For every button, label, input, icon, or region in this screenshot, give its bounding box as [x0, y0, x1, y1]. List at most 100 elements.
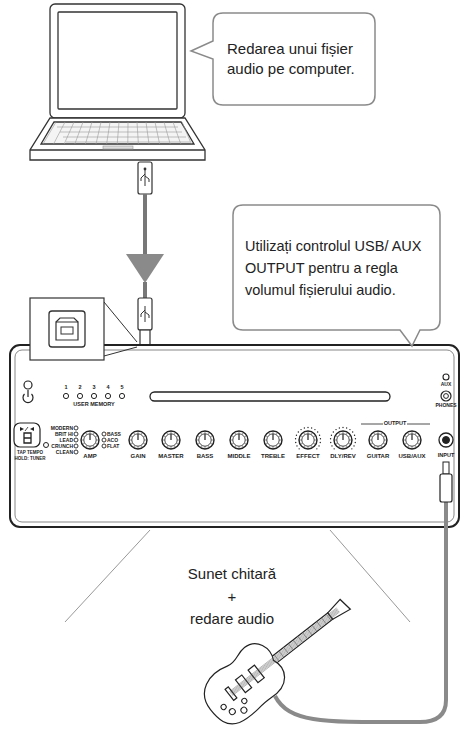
panel-label: INPUT — [438, 453, 455, 459]
key-row — [60, 132, 182, 133]
panel-label: USER MEMORY — [73, 402, 114, 408]
knob-cap — [302, 434, 314, 446]
knob-ridge — [235, 432, 236, 434]
knob-ridge — [343, 431, 344, 434]
knob-ridge — [335, 443, 337, 444]
amp-body — [10, 345, 459, 527]
knob-ridge — [378, 446, 379, 449]
fret — [298, 636, 303, 642]
knob-ridge — [378, 431, 379, 434]
panel-label: GAIN — [131, 453, 146, 459]
key-column — [107, 122, 110, 144]
bubble-shape — [233, 205, 440, 346]
scale-tick — [320, 438, 321, 439]
knob-pointer — [238, 434, 239, 440]
fret — [274, 655, 279, 661]
scale-tick — [318, 445, 319, 446]
knob-ridge — [276, 445, 277, 447]
fret — [326, 614, 331, 620]
laptop-edge — [30, 149, 205, 150]
knob-ridge — [143, 436, 145, 437]
knob-cap — [406, 434, 418, 446]
knob-pointer — [307, 434, 308, 440]
knob-ridge — [300, 443, 302, 444]
knob-ridge — [335, 436, 337, 437]
knob-ridge — [144, 440, 147, 441]
key-column — [117, 122, 119, 144]
knob-ridge — [311, 432, 312, 434]
knob-ridge — [418, 440, 421, 441]
knob-ridge — [86, 445, 87, 447]
scale-tick — [319, 435, 320, 436]
knob-pointer — [170, 434, 171, 440]
bass-led — [102, 432, 106, 436]
plug-body — [440, 474, 452, 502]
cable — [143, 194, 147, 256]
knob-ridge — [163, 443, 165, 444]
usb-symbol — [141, 170, 149, 186]
display — [14, 423, 49, 448]
amp-led — [74, 438, 78, 442]
bubble-text: Redarea unui fișier audio pe computer. — [227, 39, 361, 79]
knob-ridge — [167, 445, 168, 447]
knob-cap — [132, 434, 144, 446]
knob-ridge — [348, 443, 350, 444]
panel-label: LEAD — [59, 438, 73, 443]
scale-tick — [316, 448, 317, 449]
trackpad — [103, 146, 133, 149]
panel-label: GUITAR — [367, 453, 390, 459]
panel-label: BASS — [197, 453, 214, 459]
panel-label: MODERN — [51, 426, 73, 431]
usb-port-contact — [61, 327, 73, 334]
sound-spread-line — [330, 530, 410, 622]
panel-label: 4 — [106, 385, 109, 391]
knob — [403, 431, 421, 449]
knob-ridge — [231, 443, 233, 444]
knob — [230, 431, 248, 449]
fret — [321, 618, 326, 624]
knob-ridge — [403, 440, 406, 441]
scale-tick — [298, 448, 299, 449]
panel-label: PHONES — [435, 403, 456, 408]
knob-ridge — [343, 446, 344, 449]
scale-tick — [333, 448, 334, 449]
knob-ridge — [239, 431, 240, 434]
sound-spread-line — [65, 530, 150, 622]
knob-ridge — [196, 440, 199, 441]
knob-ridge — [201, 432, 202, 434]
key-column — [64, 122, 74, 144]
knob-ridge — [370, 443, 372, 444]
knob-ridge — [162, 440, 165, 441]
usb-port-inner — [56, 322, 78, 340]
key-column — [75, 122, 83, 144]
scale-tick — [352, 431, 353, 432]
knob — [162, 431, 180, 449]
panel-label: CLEAN — [56, 450, 73, 455]
scale-tick — [298, 431, 299, 432]
knob-cap — [199, 434, 211, 446]
knob-ridge — [273, 446, 274, 449]
knob — [299, 431, 317, 449]
knob-ridge — [304, 432, 305, 434]
play-symbol — [20, 427, 24, 431]
knob-ridge — [417, 443, 419, 444]
guitar-cable — [275, 462, 452, 722]
usb-plug-tip — [140, 330, 150, 345]
key-column — [85, 122, 92, 144]
panel-label: FLAT — [107, 444, 119, 449]
knob-ridge — [211, 440, 214, 441]
knob-ridge — [130, 436, 132, 437]
knob-ridge — [208, 432, 209, 434]
scale-tick — [335, 429, 336, 430]
keyboard — [41, 122, 194, 144]
knob-ridge — [346, 432, 347, 434]
amp-led — [74, 426, 78, 430]
cable — [275, 500, 446, 722]
knob-pointer — [342, 434, 343, 440]
keyboard-keys — [43, 122, 191, 144]
knob-ridge — [205, 431, 206, 434]
knob-ridge — [264, 440, 267, 441]
scale-tick — [330, 442, 331, 443]
fret — [279, 651, 284, 657]
scale-tick — [355, 442, 356, 443]
